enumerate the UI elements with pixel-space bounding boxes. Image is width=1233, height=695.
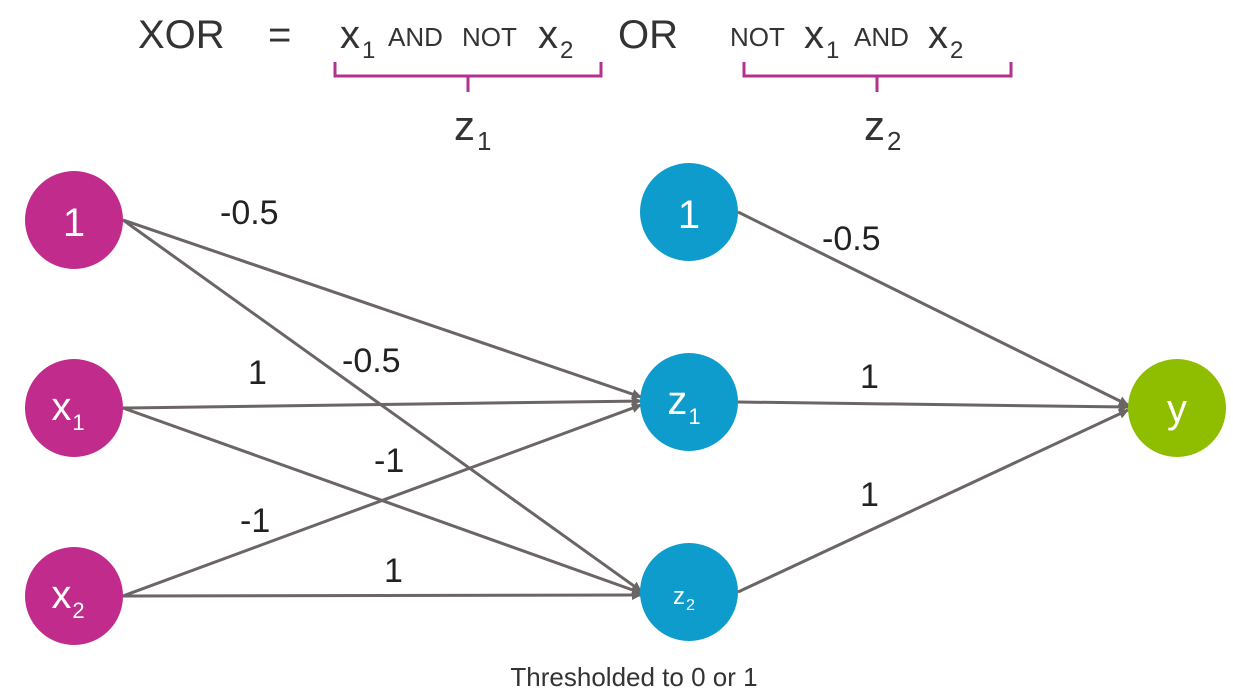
term2-x2: x2 — [928, 13, 963, 64]
edge-x2-z2 — [122, 590, 642, 601]
weight-x1-z2: -1 — [374, 442, 404, 480]
brace-z1: z1 — [333, 62, 603, 156]
node-hidden-z1-label: z1 — [667, 379, 700, 429]
node-input-bias: 1 — [25, 171, 123, 269]
edge-x1-z1 — [122, 396, 642, 410]
brace-z2-label: z2 — [864, 102, 901, 156]
edge-z1-y — [737, 400, 1129, 412]
term1-x2: x2 — [538, 13, 573, 64]
equation-equals: = — [268, 13, 291, 57]
node-input-x1: x1 — [25, 359, 123, 457]
node-input-bias-label: 1 — [63, 201, 85, 245]
hidden-layer: 1 z1 z2 — [640, 163, 738, 641]
equation-term-2: NOT x1 AND x2 — [730, 13, 963, 64]
node-hidden-z2: z2 — [640, 543, 738, 641]
weight-z2-y: 1 — [860, 476, 879, 514]
output-layer: y — [1128, 359, 1226, 457]
node-hidden-z2-label: z2 — [673, 583, 695, 614]
term2-not: NOT — [730, 22, 785, 52]
node-input-x2-label: x2 — [51, 573, 84, 623]
weight-bias-z1: -0.5 — [220, 194, 279, 232]
node-hidden-bias-label: 1 — [678, 193, 700, 237]
node-hidden-z1: z1 — [640, 353, 738, 451]
node-input-x2: x2 — [25, 547, 123, 645]
input-layer: 1 x1 x2 — [25, 171, 123, 645]
brace-z1-label: z1 — [454, 102, 491, 156]
weight-labels: -0.5 -0.5 1 -1 -1 1 -0.5 1 1 — [220, 194, 881, 590]
edges — [122, 210, 1129, 601]
weight-z1-y: 1 — [860, 358, 879, 396]
node-hidden-z2-circle — [640, 543, 738, 641]
equation-term-1: x1 AND NOT x2 — [340, 13, 573, 64]
node-output-y-label: y — [1167, 387, 1187, 431]
equation-or: OR — [618, 13, 678, 57]
edge-bias-z1 — [122, 218, 642, 399]
xor-equation: XOR = x1 AND NOT x2 OR NOT x1 AND x2 — [138, 13, 963, 64]
edge-z2-y — [737, 408, 1129, 594]
node-input-x2-circle — [25, 547, 123, 645]
node-hidden-bias: 1 — [640, 163, 738, 261]
node-output-y: y — [1128, 359, 1226, 457]
weight-x1-z1: 1 — [248, 354, 267, 392]
edge-hbias-y — [737, 210, 1129, 407]
node-input-x1-circle — [25, 359, 123, 457]
node-input-x1-label: x1 — [51, 385, 84, 435]
term2-x1: x1 — [804, 13, 839, 64]
weight-hbias-y: -0.5 — [822, 220, 881, 258]
threshold-caption: Thresholded to 0 or 1 — [510, 662, 757, 692]
node-hidden-bias-circle — [640, 163, 738, 261]
weight-x2-z2: 1 — [384, 552, 403, 590]
equation-lhs: XOR — [138, 13, 225, 57]
term1-not: NOT — [462, 22, 517, 52]
node-output-y-circle — [1128, 359, 1226, 457]
weight-x2-z1: -1 — [240, 502, 270, 540]
node-hidden-z1-circle — [640, 353, 738, 451]
node-input-bias-circle — [25, 171, 123, 269]
weight-bias-z2: -0.5 — [342, 342, 401, 380]
term1-x1: x1 — [340, 13, 375, 64]
edge-x2-z1 — [122, 403, 642, 598]
brace-z2: z2 — [742, 62, 1013, 156]
term2-and: AND — [854, 22, 909, 52]
term1-and: AND — [388, 22, 443, 52]
